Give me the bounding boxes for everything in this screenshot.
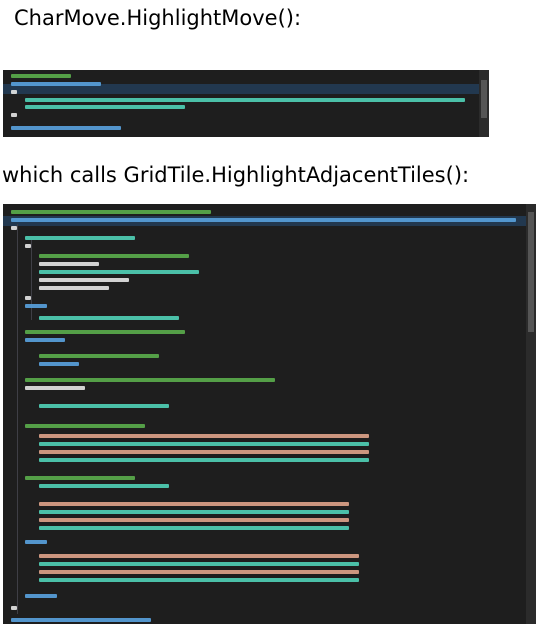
caption-highlight-adjacent-tiles: which calls GridTile.HighlightAdjacentTi…	[2, 163, 470, 187]
code-line	[25, 424, 145, 428]
code-line	[11, 210, 211, 214]
code-line	[39, 554, 359, 558]
code-line	[25, 386, 85, 390]
code-line	[25, 476, 135, 480]
code-line	[11, 618, 151, 622]
code-line	[39, 270, 199, 274]
code-line	[39, 262, 99, 266]
code-line	[39, 442, 369, 446]
code-line	[39, 286, 109, 290]
caption-highlight-move: CharMove.HighlightMove():	[14, 6, 302, 30]
code-line	[25, 594, 57, 598]
code-line	[25, 236, 135, 240]
code-line	[25, 105, 185, 109]
code-line	[39, 510, 349, 514]
code-line	[39, 316, 179, 320]
code-line	[39, 278, 129, 282]
code-line	[25, 330, 185, 334]
scrollbar-thumb[interactable]	[528, 212, 534, 332]
scrollbar-thumb[interactable]	[481, 80, 487, 118]
code-line	[39, 362, 79, 366]
code-line	[39, 518, 349, 522]
code-line	[11, 126, 121, 130]
code-screenshot-highlight-move	[3, 70, 489, 137]
code-line	[11, 606, 17, 610]
code-line	[25, 296, 31, 300]
code-line	[25, 378, 275, 382]
code-line	[39, 450, 369, 454]
code-line	[11, 218, 516, 222]
code-line	[39, 484, 169, 488]
code-line	[25, 540, 47, 544]
selected-line-highlight	[3, 84, 479, 94]
code-line	[39, 502, 349, 506]
code-line	[25, 304, 47, 308]
scrollbar[interactable]	[479, 70, 489, 137]
code-line	[11, 226, 17, 230]
code-line	[39, 458, 369, 462]
fold-guide	[31, 240, 32, 320]
code-line	[39, 562, 359, 566]
code-line	[39, 570, 359, 574]
code-line	[39, 404, 169, 408]
code-line	[11, 82, 101, 86]
code-line	[39, 254, 189, 258]
code-line	[39, 578, 359, 582]
code-line	[11, 113, 17, 117]
code-line	[25, 244, 31, 248]
code-line	[39, 526, 349, 530]
code-line	[25, 98, 465, 102]
fold-guide	[17, 224, 18, 614]
code-line	[11, 74, 71, 78]
code-line	[39, 354, 159, 358]
code-line	[11, 90, 17, 94]
scrollbar[interactable]	[526, 204, 536, 624]
code-screenshot-highlight-adjacent-tiles	[3, 204, 536, 624]
code-line	[39, 434, 369, 438]
code-line	[25, 338, 65, 342]
